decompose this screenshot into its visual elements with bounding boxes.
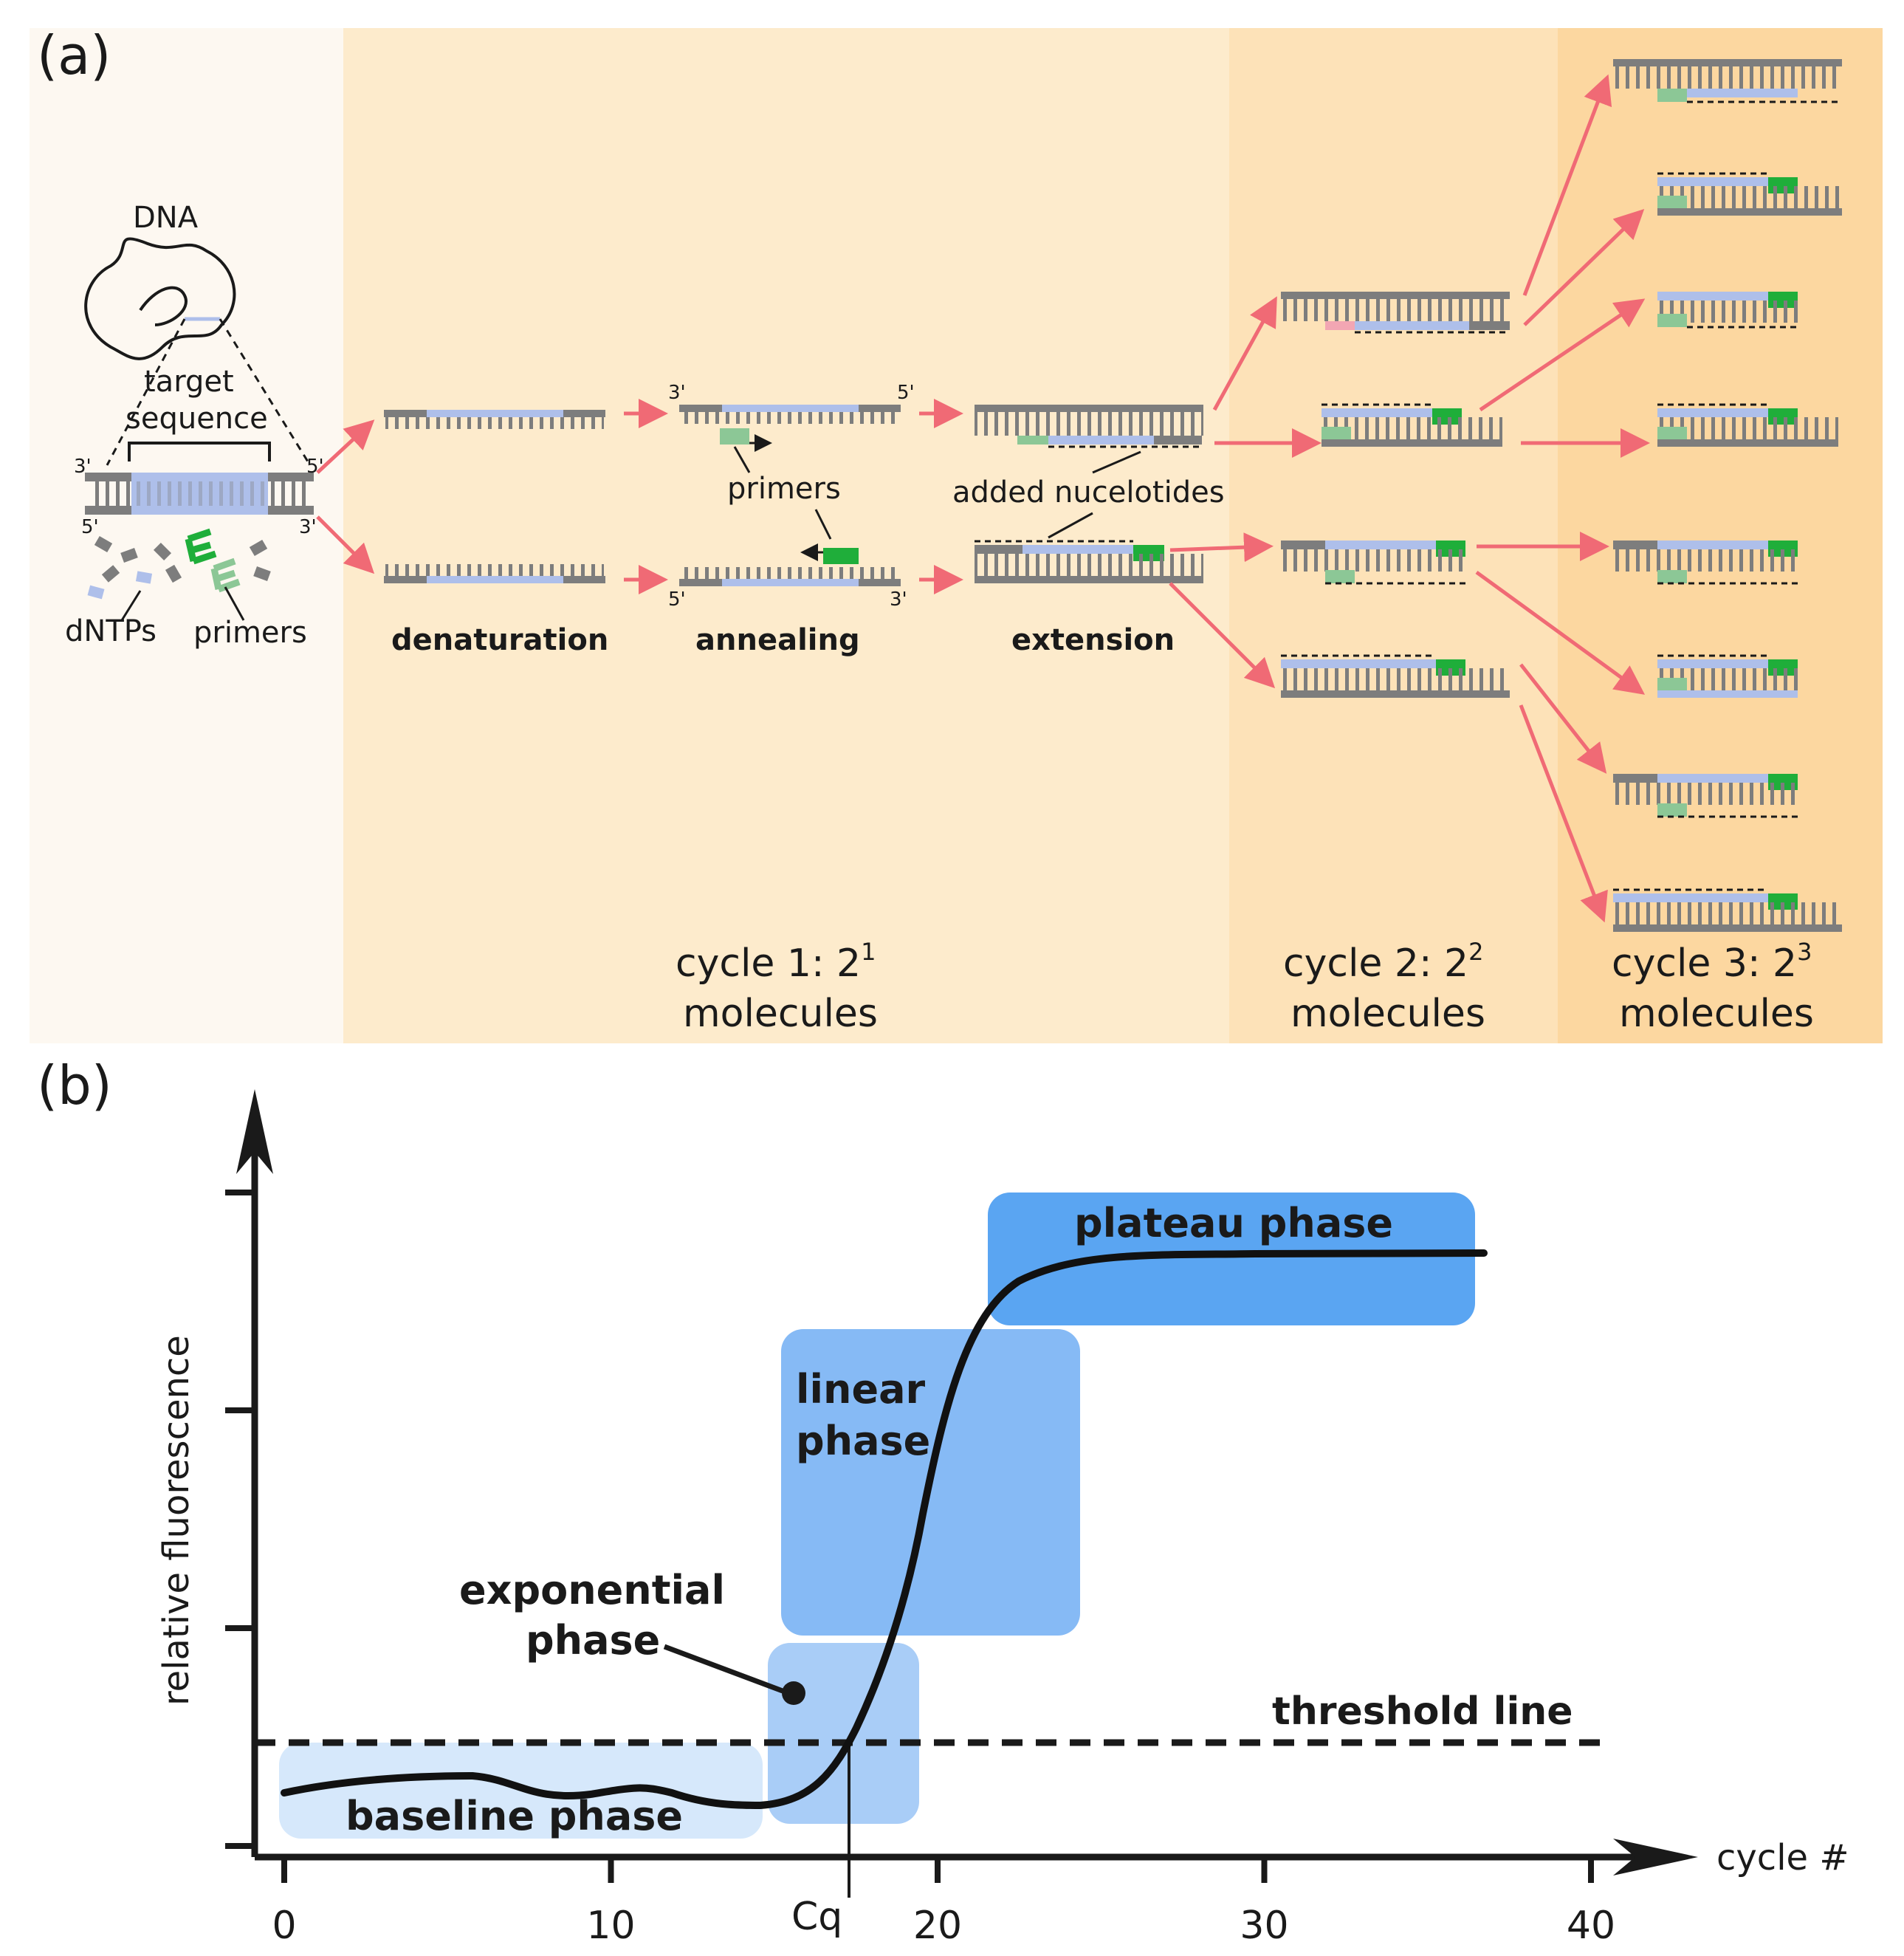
x-axis-arrowhead xyxy=(1613,1839,1698,1876)
exponential-phase-label-2: phase xyxy=(526,1617,660,1664)
cycle3-sub: molecules xyxy=(1619,992,1814,1036)
x-tick-label: 0 xyxy=(272,1904,296,1948)
linear-phase-label-1: linear xyxy=(796,1366,926,1413)
plateau-phase-box xyxy=(988,1193,1475,1325)
bg-cycle2 xyxy=(1229,28,1558,1043)
end-5-anneal-top: 5' xyxy=(897,382,915,404)
added-pointer-top xyxy=(1092,450,1141,474)
primers-label: primers xyxy=(193,616,307,650)
annealing-primers-label: primers xyxy=(727,472,841,506)
cycle2-molecules xyxy=(1281,292,1510,698)
anneal-pointer-top xyxy=(733,446,751,473)
panel-b: (b) 0 10 20 30 40 relative fluorescence cycl… xyxy=(37,1054,1849,1948)
anneal-pointer-bottom xyxy=(814,509,832,540)
dntps-label: dNTPs xyxy=(65,614,157,648)
end-5-anneal-bottom: 5' xyxy=(668,588,686,611)
arrow-denat-bottom xyxy=(316,515,375,574)
dna-blob: DNA xyxy=(84,201,312,466)
step-denaturation: denaturation xyxy=(391,623,608,657)
added-nucleotides-label: added nucelotides xyxy=(952,476,1225,509)
x-ticks: 0 10 20 30 40 xyxy=(272,1857,1615,1948)
cycle2-label: cycle 2: 22 xyxy=(1283,938,1484,986)
amplification-curve xyxy=(281,1249,1488,1810)
annealed-top xyxy=(679,405,901,452)
baseline-phase-label: baseline phase xyxy=(346,1793,683,1839)
cycle3-label: cycle 3: 23 xyxy=(1612,938,1812,986)
exponential-pointer xyxy=(663,1644,784,1694)
y-ticks xyxy=(225,1190,255,1849)
arrow-denat-top xyxy=(316,419,375,474)
cycle1-label: cycle 1: 21 xyxy=(676,938,876,986)
target-bracket xyxy=(128,442,271,461)
exponential-dot xyxy=(782,1681,805,1705)
y-axis-arrowhead xyxy=(236,1089,273,1174)
step-extension: extension xyxy=(1011,623,1175,657)
bg-intro xyxy=(30,28,343,1043)
dntps-icon xyxy=(87,535,271,600)
dna-label: DNA xyxy=(133,201,199,235)
arrows-cycle3 xyxy=(1475,74,1650,923)
annealed-bottom xyxy=(679,543,901,586)
denatured-top xyxy=(384,410,605,429)
panel-a-label: (a) xyxy=(37,24,111,86)
target-label-1: target xyxy=(144,365,234,399)
x-tick-label: 20 xyxy=(913,1904,962,1948)
end-3-right: 3' xyxy=(299,516,317,538)
x-tick-label: 10 xyxy=(586,1904,635,1948)
x-tick-label: 30 xyxy=(1240,1904,1288,1948)
end-3-anneal-top: 3' xyxy=(668,382,686,404)
x-tick-label: 40 xyxy=(1567,1904,1615,1948)
panel-a: (a) DNA target sequence 3' 5' 5' 3' xyxy=(30,24,1883,1043)
template-dna xyxy=(85,473,314,515)
cycle1-sub: molecules xyxy=(683,992,878,1036)
dntps-pointer xyxy=(120,590,142,621)
y-axis-label: relative fluorescence xyxy=(156,1335,197,1706)
primers-pointer xyxy=(224,586,245,621)
bg-cycle1 xyxy=(343,28,1229,1043)
added-pointer-bottom xyxy=(1048,512,1093,539)
target-label-2: sequence xyxy=(126,402,268,436)
linear-phase-label-2: phase xyxy=(796,1418,930,1464)
exponential-phase-label-1: exponential xyxy=(459,1567,725,1613)
threshold-label: threshold line xyxy=(1272,1689,1573,1734)
step-annealing: annealing xyxy=(695,623,860,657)
cycle3-molecules xyxy=(1613,59,1842,932)
end-3-anneal-bottom: 3' xyxy=(890,588,907,611)
cycle2-sub: molecules xyxy=(1290,992,1485,1036)
x-axis-label: cycle # xyxy=(1716,1837,1849,1878)
end-3-left: 3' xyxy=(74,456,92,478)
plateau-phase-label: plateau phase xyxy=(1074,1200,1393,1246)
panel-b-label: (b) xyxy=(37,1054,112,1116)
arrows-cycle2 xyxy=(1169,296,1322,689)
extended-bottom xyxy=(975,540,1203,583)
end-5-left: 5' xyxy=(81,516,99,538)
primers-icon xyxy=(185,528,241,593)
cq-label: Cq xyxy=(791,1895,842,1939)
exponential-phase-box xyxy=(768,1643,919,1824)
denatured-bottom xyxy=(384,564,605,583)
extended-top xyxy=(975,405,1203,448)
